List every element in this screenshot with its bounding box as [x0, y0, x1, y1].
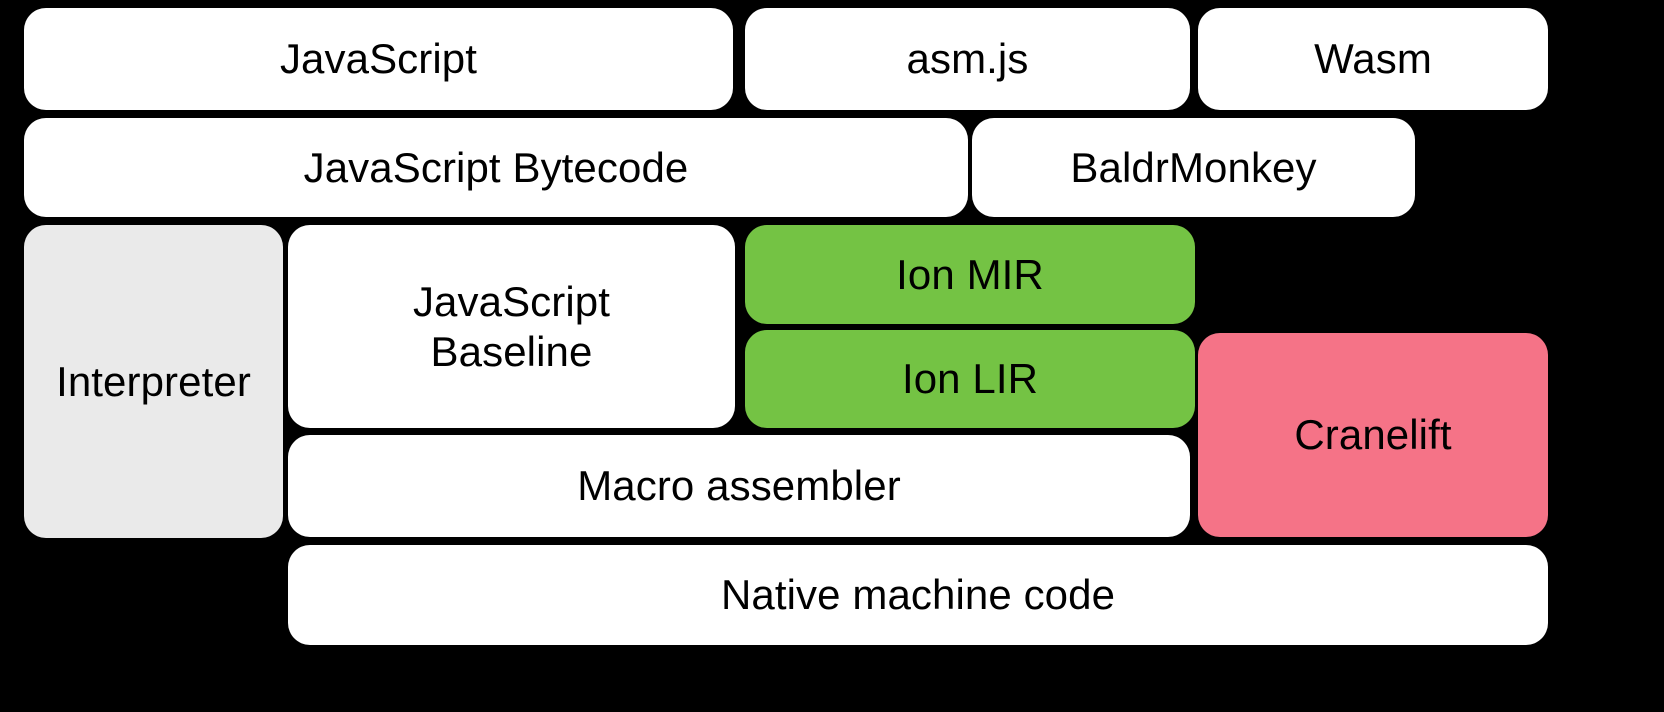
node-macro-assembler[interactable]: Macro assembler — [288, 435, 1190, 537]
node-javascript[interactable]: JavaScript — [24, 8, 733, 110]
node-asmjs[interactable]: asm.js — [745, 8, 1190, 110]
node-interpreter[interactable]: Interpreter — [24, 225, 283, 538]
node-cranelift[interactable]: Cranelift — [1198, 333, 1548, 537]
node-wasm[interactable]: Wasm — [1198, 8, 1548, 110]
node-javascript-baseline[interactable]: JavaScript Baseline — [288, 225, 735, 428]
node-ion-lir[interactable]: Ion LIR — [745, 330, 1195, 428]
node-baldrmonkey[interactable]: BaldrMonkey — [972, 118, 1415, 217]
node-javascript-bytecode[interactable]: JavaScript Bytecode — [24, 118, 968, 217]
node-ion-mir[interactable]: Ion MIR — [745, 225, 1195, 324]
node-native-machine-code[interactable]: Native machine code — [288, 545, 1548, 645]
